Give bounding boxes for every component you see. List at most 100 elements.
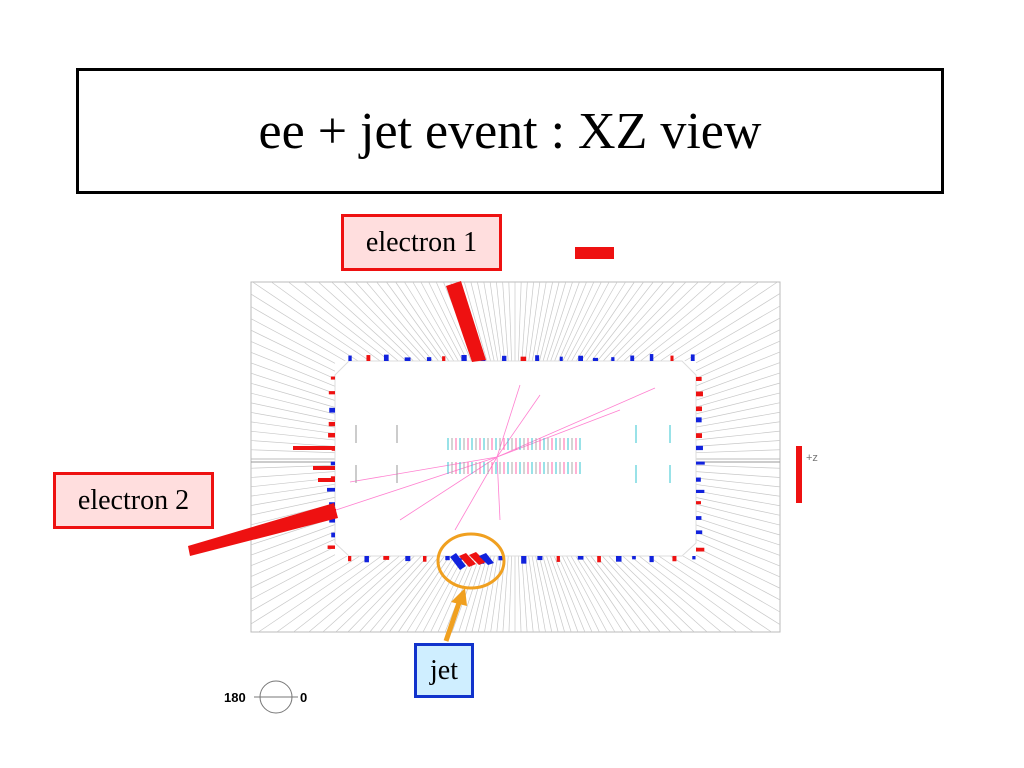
tower-line xyxy=(695,484,781,497)
tower-line xyxy=(535,281,553,362)
tower-line xyxy=(490,555,502,633)
tower-line xyxy=(695,554,781,601)
energy-deposit xyxy=(331,532,335,538)
tower-line xyxy=(420,281,464,362)
energy-deposit xyxy=(696,477,701,482)
energy-deposit xyxy=(559,356,563,361)
tower-line xyxy=(343,281,421,362)
tower-line xyxy=(671,293,781,362)
tower-line xyxy=(250,555,360,625)
tower-line xyxy=(308,555,400,633)
energy-deposit xyxy=(649,556,654,563)
energy-deposit xyxy=(521,556,527,564)
tower-line xyxy=(250,412,336,428)
tower-line xyxy=(250,524,336,556)
energy-deposit xyxy=(692,556,696,560)
tower-line xyxy=(549,555,579,633)
energy-deposit xyxy=(328,421,335,427)
tower-line xyxy=(250,392,336,415)
energy-deposit xyxy=(327,545,335,549)
tower-line xyxy=(550,281,580,362)
tower-line xyxy=(539,281,560,362)
tower-line xyxy=(470,281,491,362)
energy-deposit xyxy=(405,556,411,562)
tower-line xyxy=(695,524,781,556)
tower-line xyxy=(477,555,495,633)
tower-line xyxy=(649,281,759,362)
inner-tracker-boundary xyxy=(334,360,697,557)
energy-deposit xyxy=(383,354,389,361)
energy-deposit xyxy=(649,354,654,361)
tower-line xyxy=(483,281,499,362)
tower-line xyxy=(561,555,600,633)
tower-line xyxy=(695,392,781,415)
tower-line xyxy=(615,555,695,633)
tower-line xyxy=(684,305,781,362)
energy-deposit xyxy=(556,556,560,562)
tower-line xyxy=(585,281,644,362)
tower-line xyxy=(609,281,687,362)
energy-deposit xyxy=(696,489,705,494)
tower-line xyxy=(695,497,781,516)
tower-line xyxy=(379,555,440,633)
tower-line xyxy=(347,555,422,633)
tower-line xyxy=(695,464,781,469)
tower-line xyxy=(422,555,464,633)
tower-line xyxy=(622,555,708,633)
energy-deposit xyxy=(328,432,335,438)
tower-line xyxy=(252,281,370,362)
title-box: ee + jet event : XZ view xyxy=(76,68,944,194)
energy-deposit xyxy=(520,356,527,361)
tower-line xyxy=(557,555,593,633)
energy-deposit xyxy=(611,357,615,361)
track-9 xyxy=(349,456,498,483)
jet-label: jet xyxy=(414,643,474,698)
tower-line xyxy=(695,449,781,454)
jet-cluster xyxy=(450,552,494,570)
energy-deposit xyxy=(592,357,599,361)
tower-line xyxy=(358,555,428,633)
tower-line xyxy=(542,555,565,633)
energy-deposit xyxy=(690,354,695,361)
energy-deposit xyxy=(696,445,703,451)
track-3 xyxy=(399,456,498,521)
energy-deposit xyxy=(615,556,622,562)
tower-line xyxy=(575,555,624,633)
tower-line xyxy=(250,471,336,478)
tower-line xyxy=(695,411,781,428)
electron-1-label: electron 1 xyxy=(341,214,502,271)
tower-line xyxy=(250,531,336,566)
energy-deposit xyxy=(498,556,504,561)
tower-line xyxy=(250,293,359,362)
energy-deposit xyxy=(696,501,701,505)
calorimeter-deposits xyxy=(293,354,705,564)
tower-line xyxy=(602,281,675,362)
tower-line xyxy=(695,329,781,372)
tower-line xyxy=(695,402,781,421)
jet-circle xyxy=(436,532,506,590)
tower-line xyxy=(428,281,468,362)
tower-line xyxy=(502,555,509,633)
tower-line xyxy=(575,281,626,362)
tower-line xyxy=(623,281,712,362)
tower-line xyxy=(412,281,459,362)
vertex-hits xyxy=(355,425,671,483)
tower-line xyxy=(535,555,553,633)
tower-line xyxy=(250,329,336,372)
energy-deposit xyxy=(696,461,705,465)
tower-line xyxy=(682,555,781,613)
tower-line xyxy=(695,503,781,526)
energy-deposit xyxy=(422,556,427,562)
tower-line xyxy=(406,555,455,633)
tower-line xyxy=(369,555,434,633)
tower-line xyxy=(695,317,781,364)
tower-line xyxy=(566,555,608,633)
tower-line xyxy=(250,546,336,589)
tower-line xyxy=(562,281,602,362)
tower-line xyxy=(376,281,439,362)
tower-line xyxy=(518,281,522,362)
tower-line xyxy=(331,281,414,362)
tower-line xyxy=(250,490,336,506)
tower-line xyxy=(484,555,499,633)
